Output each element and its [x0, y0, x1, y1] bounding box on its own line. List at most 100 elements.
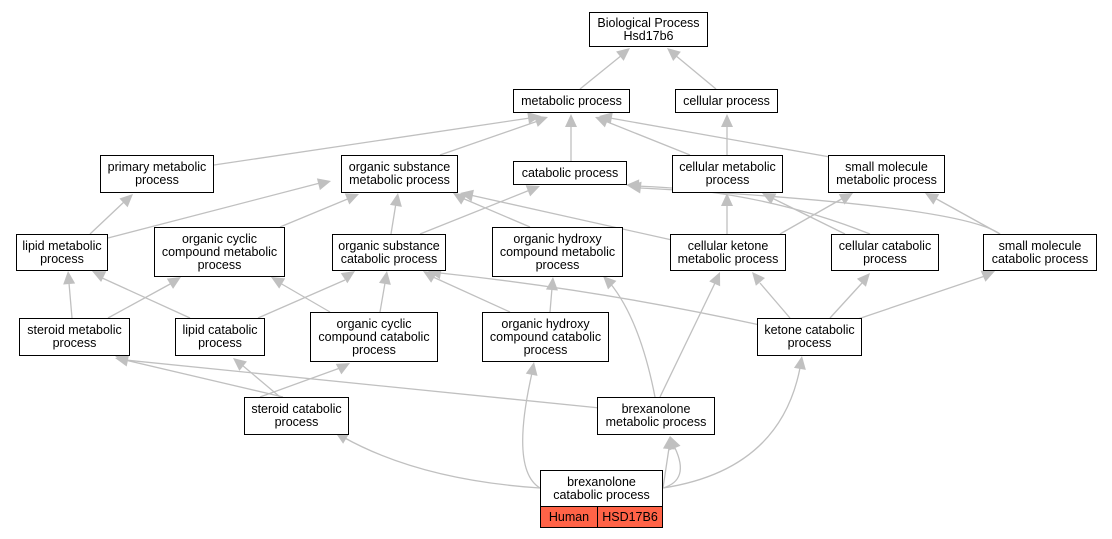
- node-cellular-process[interactable]: cellular process: [675, 89, 778, 113]
- edge-catabolic-to-metabolic-arrowhead: [565, 114, 577, 127]
- node-organic-cyclic-compound-metabolic-process[interactable]: organic cyclic compound metabolic proces…: [154, 227, 285, 277]
- node-organic-hydroxy-compound-catabolic-process[interactable]: organic hydroxy compound catabolic proce…: [482, 312, 609, 362]
- edge-brexmet-to-cellket-arrowhead: [709, 272, 721, 287]
- edge-orghyd-to-orgsub: [461, 197, 531, 228]
- node-organic-hydroxy-compound-metabolic-process[interactable]: organic hydroxy compound metabolic proce…: [492, 227, 623, 277]
- edge-steroidcat-to-orgcyccat-arrowhead: [335, 363, 350, 375]
- edge-lipidcat-to-orgsubcat: [257, 279, 346, 319]
- edge-ketcat-to-orgsubcat: [439, 272, 761, 326]
- edge-smallmol-to-metabolic-arrowhead: [599, 112, 613, 125]
- node-cellular-ketone-metabolic-process[interactable]: cellular ketone metabolic process: [670, 234, 786, 271]
- edge-cellket-to-smallmol: [779, 196, 846, 235]
- edge-steroidmet-to-lipid: [68, 282, 73, 319]
- edge-ketcat-to-cellcat-arrowhead: [856, 273, 870, 287]
- edge-brexcat-to-ketcat: [662, 367, 801, 489]
- edge-ketcat-to-smallcat: [854, 275, 986, 321]
- edge-orgsubcat-to-orgsub-arrowhead: [389, 193, 402, 207]
- edge-brexcat-to-orghydcat-arrowhead: [525, 362, 538, 376]
- edge-ketcat-to-smallcat-arrowhead: [980, 270, 995, 282]
- edge-cellcat-to-cellmet-arrowhead: [762, 193, 777, 205]
- edge-ketcat-to-cellket-arrowhead: [752, 272, 766, 286]
- edge-steroidmet-to-lipid-arrowhead: [63, 271, 76, 285]
- node-lipid-metabolic-process[interactable]: lipid metabolic process: [16, 234, 108, 271]
- node-small-molecule-catabolic-process[interactable]: small molecule catabolic process: [983, 234, 1097, 271]
- edge-brexcat-to-brexmet: [662, 447, 681, 489]
- annotation-species-cell[interactable]: Human: [540, 506, 598, 528]
- edge-brexmet-to-orghyd-arrowhead: [603, 276, 617, 290]
- edge-smallmol-to-metabolic: [609, 117, 831, 158]
- edge-brexmet-to-cellket: [659, 282, 716, 398]
- node-organic-substance-catabolic-process[interactable]: organic substance catabolic process: [332, 234, 446, 271]
- edge-steroidcat-to-orgcyccat: [259, 367, 341, 398]
- edge-cellcat-to-cellmet: [769, 196, 846, 235]
- edge-lipidcat-to-lipid-arrowhead: [92, 271, 107, 282]
- edge-cellket-to-cellmet-arrowhead: [721, 193, 733, 206]
- edge-orgsubcat-to-orgsub: [390, 202, 397, 235]
- edge-brexcat-to-orghydcat: [522, 372, 541, 489]
- edge-brexcat-to-ketcat-arrowhead: [793, 356, 806, 370]
- edge-ketcat-to-cellket: [759, 282, 791, 319]
- edge-lipidcat-to-orgsubcat-arrowhead: [340, 271, 355, 284]
- node-biological-process-hsd17b6[interactable]: Biological Process Hsd17b6: [589, 12, 708, 47]
- edge-lipid-to-primary: [89, 200, 126, 235]
- edge-cellket-to-orgsub: [469, 194, 673, 241]
- edge-orghydcat-to-orghyd: [549, 287, 553, 313]
- edge-orghyd-to-orgsub-arrowhead: [453, 193, 468, 205]
- edge-smallcat-to-smallmol: [932, 196, 1001, 235]
- node-brexanolone-metabolic-process[interactable]: brexanolone metabolic process: [597, 397, 715, 435]
- edge-smallcat-to-smallmol-arrowhead: [925, 193, 940, 205]
- edge-lipid-to-primary-arrowhead: [119, 194, 133, 208]
- edge-primary-to-metabolic: [213, 117, 531, 166]
- node-ketone-catabolic-process[interactable]: ketone catabolic process: [757, 318, 862, 356]
- edge-orgsub-to-metabolic: [439, 120, 539, 156]
- node-steroid-catabolic-process[interactable]: steroid catabolic process: [244, 397, 349, 435]
- edge-orgcyccat-to-orgsubcat-arrowhead: [378, 271, 391, 285]
- edge-orgsubcat-to-catabolic-arrowhead: [525, 185, 540, 197]
- node-cellular-metabolic-process[interactable]: cellular metabolic process: [672, 155, 783, 193]
- edge-orgsub-to-metabolic-arrowhead: [533, 115, 548, 127]
- edge-cellket-to-smallmol-arrowhead: [838, 193, 853, 205]
- edge-steroidcat-to-steroidmet: [124, 359, 284, 398]
- edge-orghydcat-to-orgsubcat: [432, 276, 511, 313]
- edge-orgcyc-to-orgsub-arrowhead: [344, 193, 359, 205]
- edge-cellcat-to-catabolic: [635, 185, 871, 235]
- node-cellular-catabolic-process[interactable]: cellular catabolic process: [831, 234, 939, 271]
- edge-steroidmet-to-orgcyc-arrowhead: [166, 277, 181, 289]
- node-catabolic-process[interactable]: catabolic process: [513, 161, 627, 185]
- node-organic-substance-metabolic-process[interactable]: organic substance metabolic process: [341, 155, 458, 193]
- node-metabolic-process[interactable]: metabolic process: [513, 89, 630, 113]
- node-lipid-catabolic-process[interactable]: lipid catabolic process: [175, 318, 265, 356]
- edge-ketcat-to-cellcat: [829, 282, 863, 319]
- edge-cellular-to-bp-arrowhead: [667, 48, 681, 61]
- edge-orgcyccat-to-orgcyc-arrowhead: [271, 277, 286, 289]
- node-brexanolone-catabolic-process[interactable]: brexanolone catabolic process: [540, 470, 663, 507]
- annotation-gene-cell[interactable]: HSD17B6: [597, 506, 663, 528]
- edge-cellket-to-orgsub-arrowhead: [460, 189, 474, 202]
- edge-steroidcat-to-lipidcat-arrowhead: [233, 358, 247, 371]
- edge-orghydcat-to-orghyd-arrowhead: [545, 277, 558, 291]
- edge-brexcat-to-brexmet-2: [662, 447, 670, 489]
- node-small-molecule-metabolic-process[interactable]: small molecule metabolic process: [828, 155, 945, 193]
- edge-brexmet-to-steroidmet: [124, 359, 601, 409]
- edge-lipid-to-orgsub-arrowhead: [316, 178, 331, 191]
- edge-metabolic-to-bp: [579, 54, 623, 90]
- edge-lipid-to-orgsub: [107, 182, 321, 239]
- node-steroid-metabolic-process[interactable]: steroid metabolic process: [19, 318, 130, 356]
- edge-smallcat-to-catabolic-arrowhead: [628, 181, 642, 194]
- edge-brexcat-to-steroidcat: [342, 436, 541, 489]
- edge-brexmet-to-orghyd: [609, 282, 656, 398]
- edge-brexcat-to-brexmet-2-arrowhead: [662, 436, 675, 450]
- edge-orgsubcat-to-catabolic: [419, 189, 531, 235]
- edge-cellular-to-bp: [674, 54, 717, 90]
- edge-orgcyc-to-orgsub: [279, 197, 351, 228]
- node-primary-metabolic-process[interactable]: primary metabolic process: [100, 155, 214, 193]
- edge-brexmet-to-steroidmet-arrowhead: [115, 354, 130, 367]
- edge-steroidmet-to-orgcyc: [107, 282, 173, 319]
- edge-metabolic-to-bp-arrowhead: [616, 48, 630, 61]
- edge-cellmet-to-cellular-arrowhead: [721, 114, 733, 127]
- edge-primary-to-metabolic-arrowhead: [527, 112, 541, 124]
- edge-cellmet-to-metabolic: [604, 120, 691, 156]
- node-organic-cyclic-compound-catabolic-process[interactable]: organic cyclic compound catabolic proces…: [310, 312, 438, 362]
- edge-orgcyccat-to-orgsubcat: [379, 282, 386, 313]
